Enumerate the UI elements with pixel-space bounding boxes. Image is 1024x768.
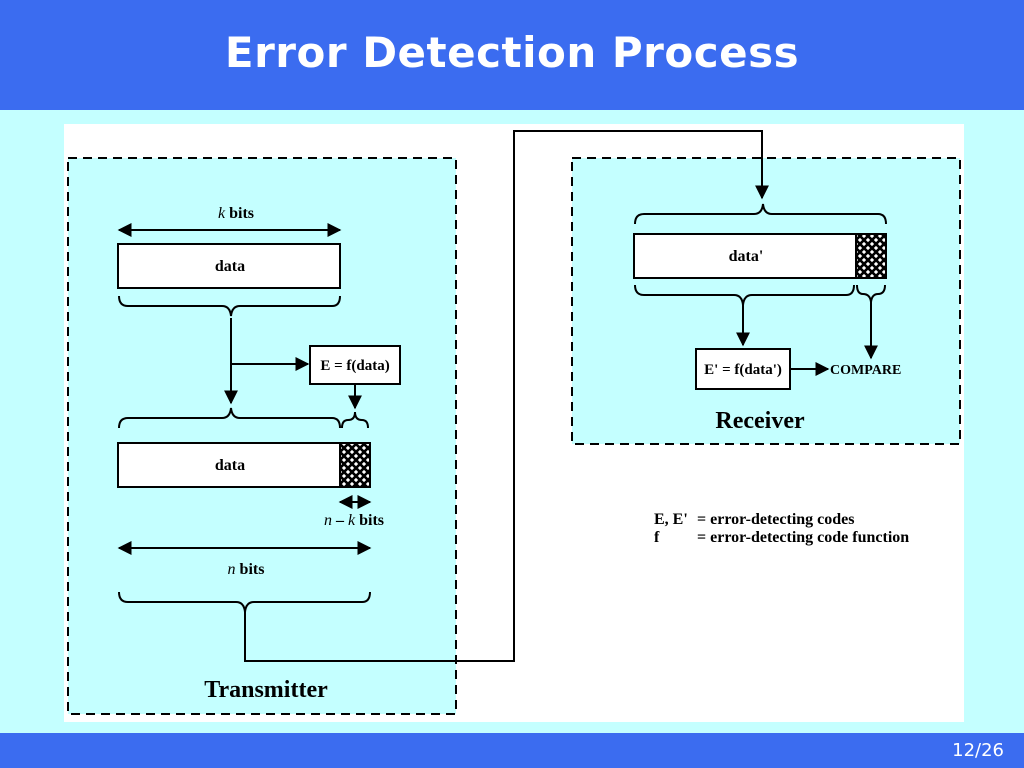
legend-value-2: = error-detecting code function	[697, 529, 909, 546]
tx-data-box	[117, 243, 341, 289]
rx-code-block	[855, 233, 887, 279]
nk-bits-label: n – k bits	[324, 512, 384, 529]
tx-data-label-2: data	[215, 457, 245, 474]
transmitter-label: Transmitter	[204, 677, 328, 703]
tx-data-box-2	[117, 442, 341, 488]
transmitter-panel	[67, 157, 457, 715]
receiver-label: Receiver	[715, 408, 805, 434]
tx-data-label: data	[215, 258, 245, 275]
tx-brace-top	[118, 295, 341, 317]
rx-function-label: E' = f(data')	[704, 362, 782, 378]
legend-value-1: = error-detecting codes	[697, 511, 855, 528]
tx-brace-middle	[118, 407, 341, 429]
transmission-path	[244, 130, 769, 662]
rx-data-box	[633, 233, 857, 279]
receiver-panel	[571, 157, 961, 445]
n-bits-label: n bits	[228, 561, 265, 578]
k-bits-label: k bits	[218, 205, 254, 222]
tx-code-block	[339, 442, 371, 488]
compare-label: COMPARE	[830, 363, 901, 378]
footer-bar: 12/26	[0, 733, 1024, 768]
rx-data-label: data'	[729, 248, 764, 265]
tx-function-label: E = f(data)	[320, 358, 389, 374]
title-bar: Error Detection Process	[0, 0, 1024, 110]
legend-key-1: E, E'	[654, 511, 688, 528]
page-title: Error Detection Process	[224, 28, 800, 77]
page-number: 12/26	[952, 740, 1004, 761]
tx-brace-code	[341, 411, 369, 429]
legend-key-2: f	[654, 529, 660, 546]
rx-brace-top	[634, 203, 887, 225]
